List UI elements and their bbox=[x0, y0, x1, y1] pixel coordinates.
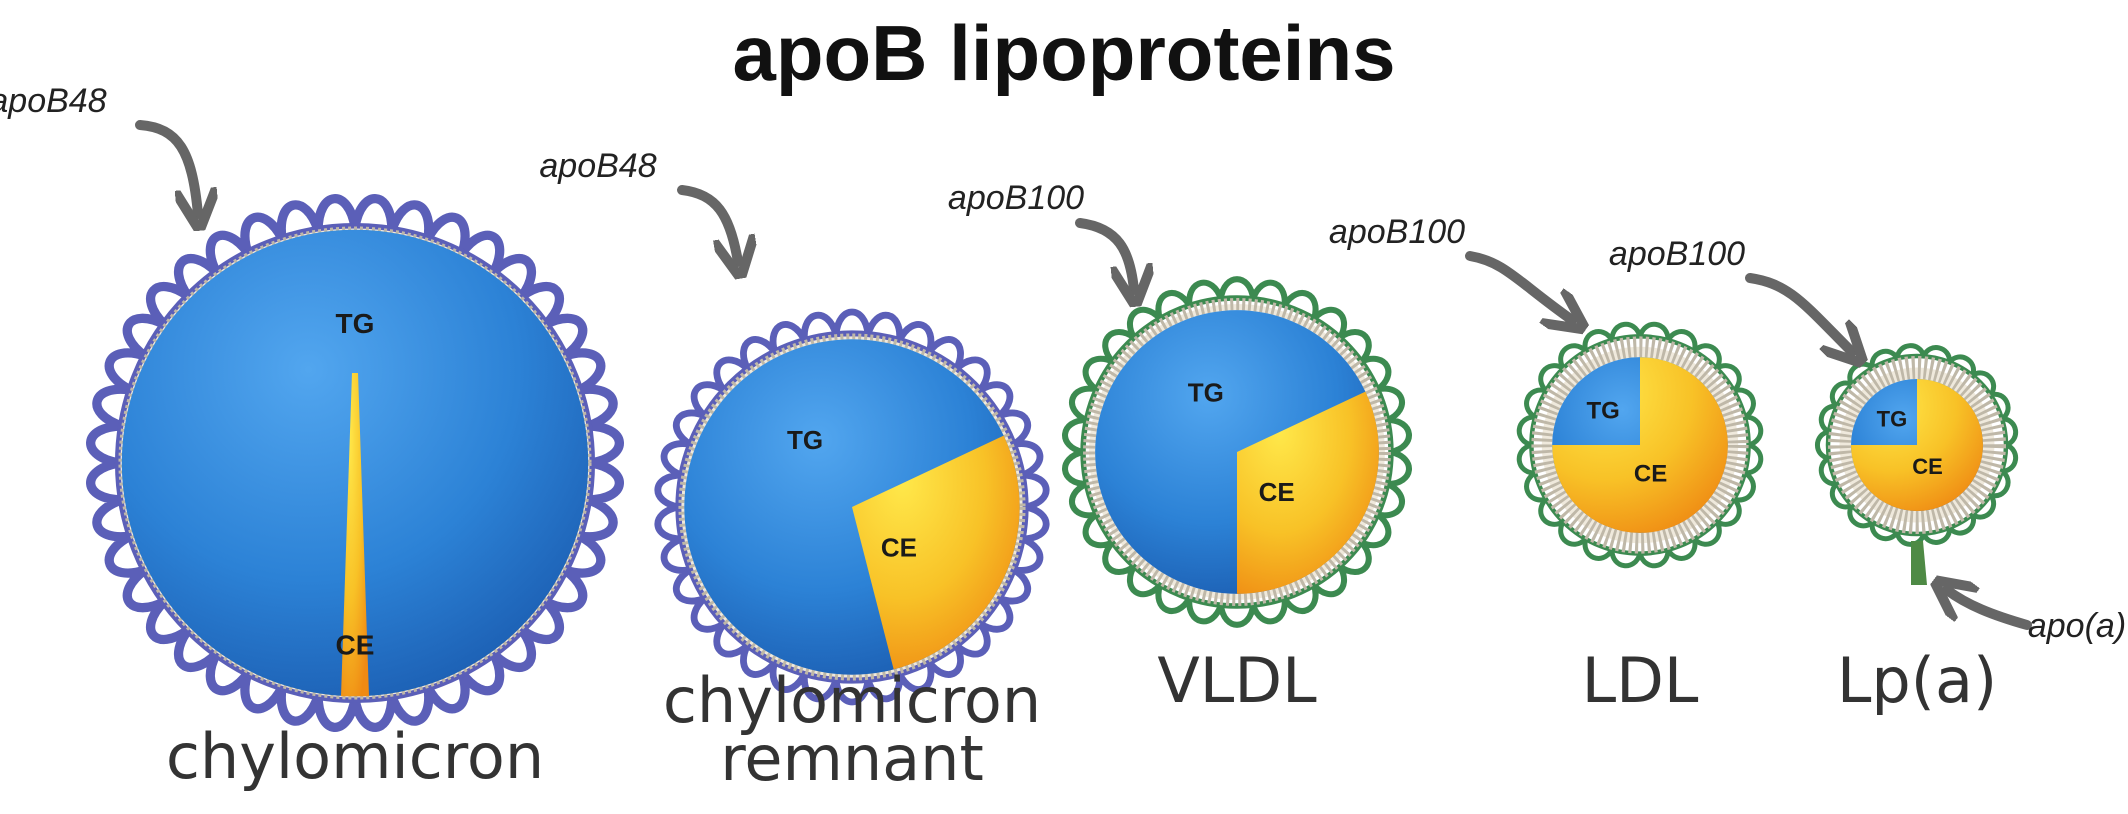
chylomicron-remnant-ce-core bbox=[852, 435, 1020, 670]
lpa-apo-arrow bbox=[1745, 273, 1852, 352]
lpa-ce-label: CE bbox=[1912, 454, 1943, 479]
chylomicron-ce-core bbox=[341, 373, 369, 697]
vldl-name-label: VLDL bbox=[1157, 644, 1317, 717]
chylomicron-remnant-apo-arrow bbox=[677, 185, 738, 262]
apo-a-tail bbox=[1911, 541, 1927, 585]
chylomicron-remnant-apo-label: apoB48 bbox=[539, 147, 656, 185]
page-title: apoB lipoproteins bbox=[733, 9, 1396, 97]
chylomicron-remnant-apo-shell bbox=[654, 308, 1050, 706]
chylomicron-particle: TG CE apoB48 chylomicron bbox=[0, 82, 624, 793]
particle-group: TGCEapoB48chylomicronTGCEapoB48chylomicr… bbox=[0, 82, 2126, 795]
chylomicron-apo-shell bbox=[86, 194, 624, 732]
ldl-name-label: LDL bbox=[1582, 644, 1699, 717]
lpa-apo-label: apoB100 bbox=[1609, 235, 1745, 273]
ldl-apo-label: apoB100 bbox=[1329, 213, 1465, 251]
chylomicron-remnant-tg-label: TG bbox=[787, 425, 823, 455]
ldl-ce-core bbox=[1552, 357, 1728, 533]
chylomicron-remnant-name-label: chylomicron bbox=[663, 664, 1041, 737]
chylomicron-name-label: chylomicron bbox=[166, 720, 544, 793]
apo-a-label: apo(a) bbox=[2028, 607, 2126, 645]
vldl-ce-label: CE bbox=[1259, 477, 1295, 507]
vldl-tg-label: TG bbox=[1188, 378, 1224, 408]
vldl-apo-label: apoB100 bbox=[948, 179, 1084, 217]
vldl-apo-arrow bbox=[1075, 218, 1134, 290]
chylomicron-apo-arrow bbox=[135, 120, 198, 214]
chylomicron-ce-label: CE bbox=[336, 630, 375, 661]
apo-a-arrow bbox=[1947, 590, 2032, 630]
ldl-ce-label: CE bbox=[1634, 461, 1667, 488]
vldl-apo-shell bbox=[1062, 276, 1412, 628]
vldl-ce-core bbox=[1237, 391, 1379, 594]
lpa-apo-shell bbox=[1814, 343, 2018, 547]
ldl-apo-shell bbox=[1516, 321, 1764, 569]
lpa-tg-label: TG bbox=[1877, 406, 1908, 431]
chylomicron-remnant-ce-label: CE bbox=[881, 532, 917, 562]
lpa-name-label: Lp(a) bbox=[1837, 644, 1997, 717]
ldl-apo-arrow bbox=[1465, 251, 1572, 320]
chylomicron-tg-label: TG bbox=[336, 308, 375, 339]
lpa-ce-core bbox=[1851, 379, 1983, 511]
chylomicron-remnant-name-label: remnant bbox=[720, 722, 984, 795]
ldl-tg-label: TG bbox=[1586, 397, 1619, 424]
chylomicron-apo-label: apoB48 bbox=[0, 82, 107, 120]
